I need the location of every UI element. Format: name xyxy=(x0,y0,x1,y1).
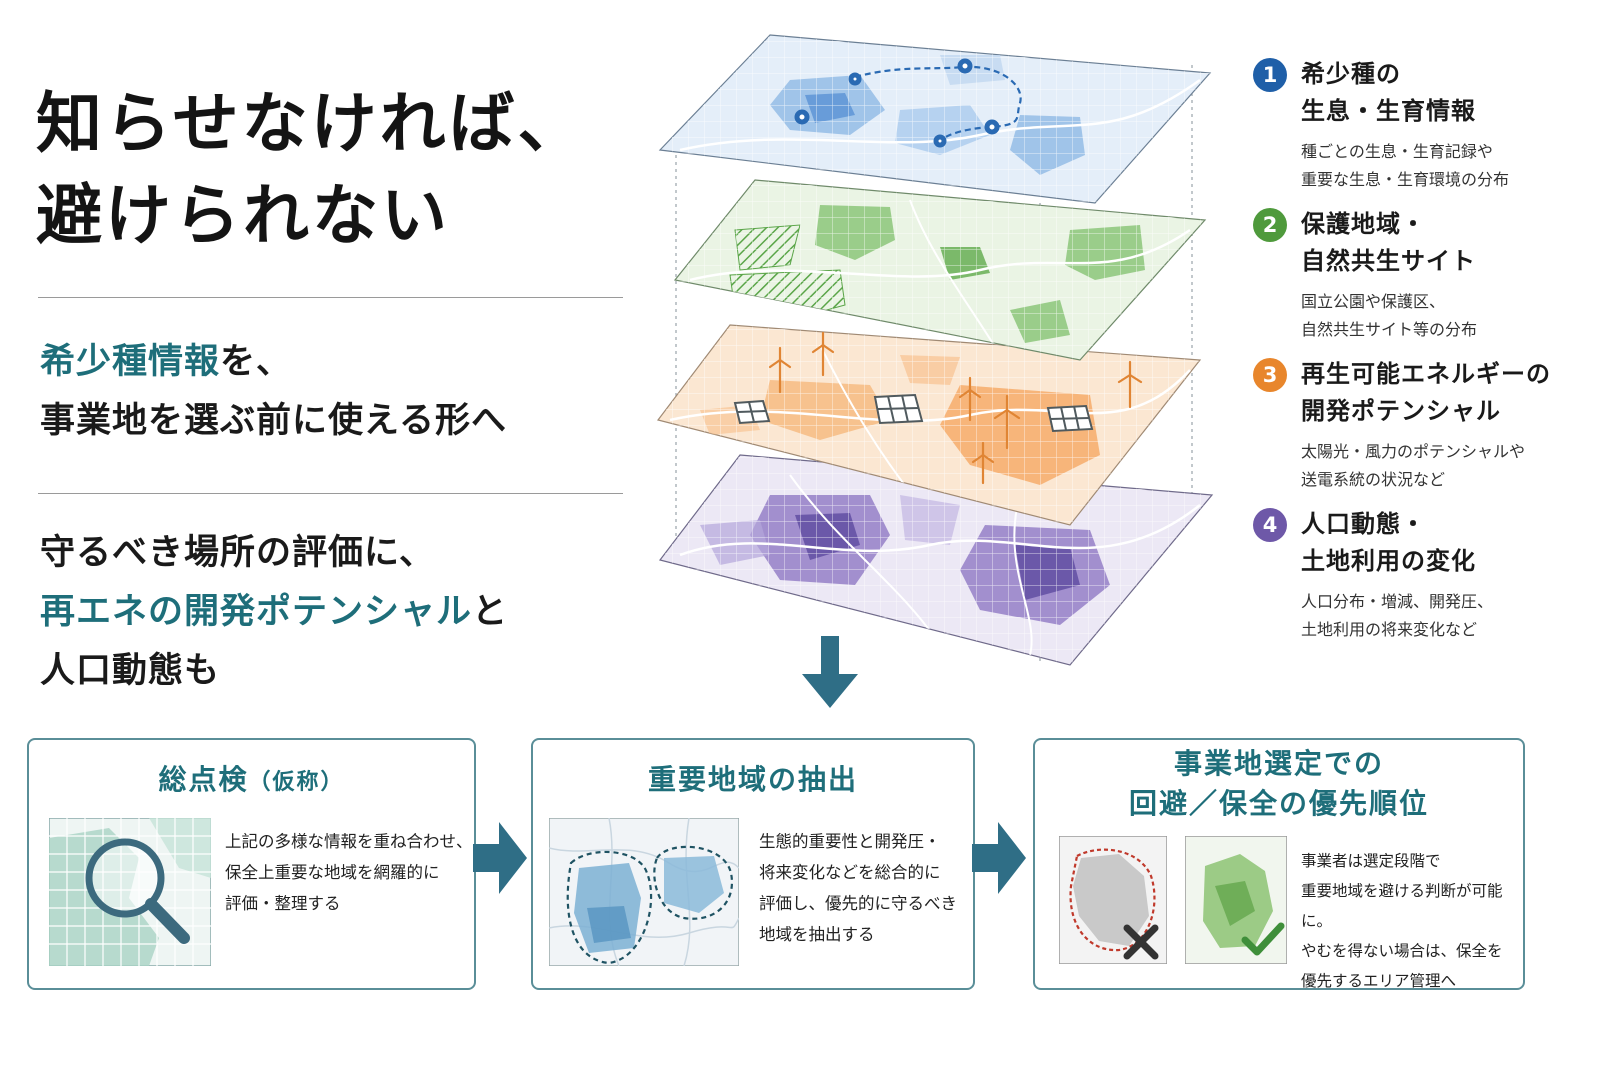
check-icon xyxy=(1241,922,1285,956)
down-arrow-icon xyxy=(802,636,858,708)
step-3-avoid-thumbnail xyxy=(1059,836,1167,964)
legend-badge-4: 4 xyxy=(1253,508,1287,542)
step-1-description: 上記の多様な情報を重ね合わせ、保全上重要な地域を網羅的に評価・整理する xyxy=(225,832,473,913)
legend-badge-1: 1 xyxy=(1253,58,1287,92)
cross-icon xyxy=(1123,924,1159,960)
species-marker-icons xyxy=(794,58,1000,148)
legend-title-1: 希少種の生息・生育情報 xyxy=(1301,60,1476,125)
solar-panel-icons xyxy=(733,393,1094,433)
layer-stack-illustration xyxy=(656,34,1214,666)
subheading-2-highlight: 再エネの開発ポテンシャル xyxy=(40,592,473,632)
layer-1-species-map xyxy=(658,34,1212,204)
wind-turbine-icons xyxy=(768,331,1143,485)
step-3-title: 事業地選定での回避／保全の優先順位 xyxy=(1128,747,1429,820)
step-1-map-thumbnail xyxy=(49,818,211,966)
legend-item-4: 4 人口動態・土地利用の変化 人口分布・増減、開発圧、土地利用の将来変化など xyxy=(1253,506,1583,646)
subheading-1-highlight: 希少種情報 xyxy=(40,342,221,382)
legend-title-3: 再生可能エネルギーの開発ポテンシャル xyxy=(1301,360,1551,425)
subheading-1-rest: を、 xyxy=(220,342,293,382)
legend-title-4: 人口動態・土地利用の変化 xyxy=(1301,510,1476,575)
legend-badge-3: 3 xyxy=(1253,358,1287,392)
legend-desc-2: 国立公園や保護区、自然共生サイト等の分布 xyxy=(1301,292,1478,339)
legend-item-2: 2 保護地域・自然共生サイト 国立公園や保護区、自然共生サイト等の分布 xyxy=(1253,206,1583,346)
legend-item-3: 3 再生可能エネルギーの開発ポテンシャル 太陽光・風力のポテンシャルや送電系統の… xyxy=(1253,356,1583,496)
step-3-conserve-thumbnail xyxy=(1185,836,1287,964)
subheading-2-line1: 守るべき場所の評価に、 xyxy=(40,533,435,573)
legend-item-1: 1 希少種の生息・生育情報 種ごとの生息・生育記録や重要な生息・生育環境の分布 xyxy=(1253,56,1583,196)
step-box-avoid-conserve-priority: 事業地選定での回避／保全の優先順位 事業者は選定段階で重要地域を避ける判断が可能… xyxy=(1033,738,1525,990)
layer-4-population-map xyxy=(658,454,1214,666)
subheading-2-line3: 人口動態も xyxy=(40,651,221,691)
legend-desc-3: 太陽光・風力のポテンシャルや送電系統の状況など xyxy=(1301,442,1526,489)
step-box-comprehensive-review: 総点検（仮称） 上記の多様な情報を重ね合わせ、保全上重要な地域を網羅的に評価・整… xyxy=(27,738,476,990)
headline: 知らせなければ、 避けられない xyxy=(36,78,587,262)
step-2-description: 生態的重要性と開発圧・将来変化などを総合的に評価し、優先的に守るべき地域を抽出す… xyxy=(759,832,957,944)
divider-bottom xyxy=(38,493,623,494)
subheading-2: 守るべき場所の評価に、 再エネの開発ポテンシャルと 人口動態も xyxy=(40,524,508,701)
subheading-1: 希少種情報を、 事業地を選ぶ前に使える形へ xyxy=(40,333,507,451)
legend-title-2: 保護地域・自然共生サイト xyxy=(1301,210,1476,275)
divider-top xyxy=(38,297,623,298)
step-2-map-thumbnail xyxy=(549,818,739,966)
headline-line2: 避けられない xyxy=(36,177,450,254)
magnifier-icon xyxy=(85,838,190,944)
subheading-2-rest: と xyxy=(472,592,509,632)
step-2-title: 重要地域の抽出 xyxy=(647,763,858,796)
step-1-title: 総点検（仮称） xyxy=(158,763,345,796)
legend-badge-2: 2 xyxy=(1253,208,1287,242)
legend-desc-4: 人口分布・増減、開発圧、土地利用の将来変化など xyxy=(1301,592,1494,639)
step-box-extract-key-areas: 重要地域の抽出 生態的重要性と開発圧・将来変化などを総合的に評価し、優先的に守る… xyxy=(531,738,975,990)
headline-line1: 知らせなければ、 xyxy=(36,85,587,162)
step-3-description: 事業者は選定段階で重要地域を避ける判断が可能に。やむを得ない場合は、保全を優先す… xyxy=(1301,852,1503,990)
flow-arrow-icon-1 xyxy=(473,822,527,894)
subheading-1-line2: 事業地を選ぶ前に使える形へ xyxy=(40,401,507,441)
flow-arrow-icon-2 xyxy=(972,822,1026,894)
legend-desc-1: 種ごとの生息・生育記録や重要な生息・生育環境の分布 xyxy=(1301,142,1510,189)
